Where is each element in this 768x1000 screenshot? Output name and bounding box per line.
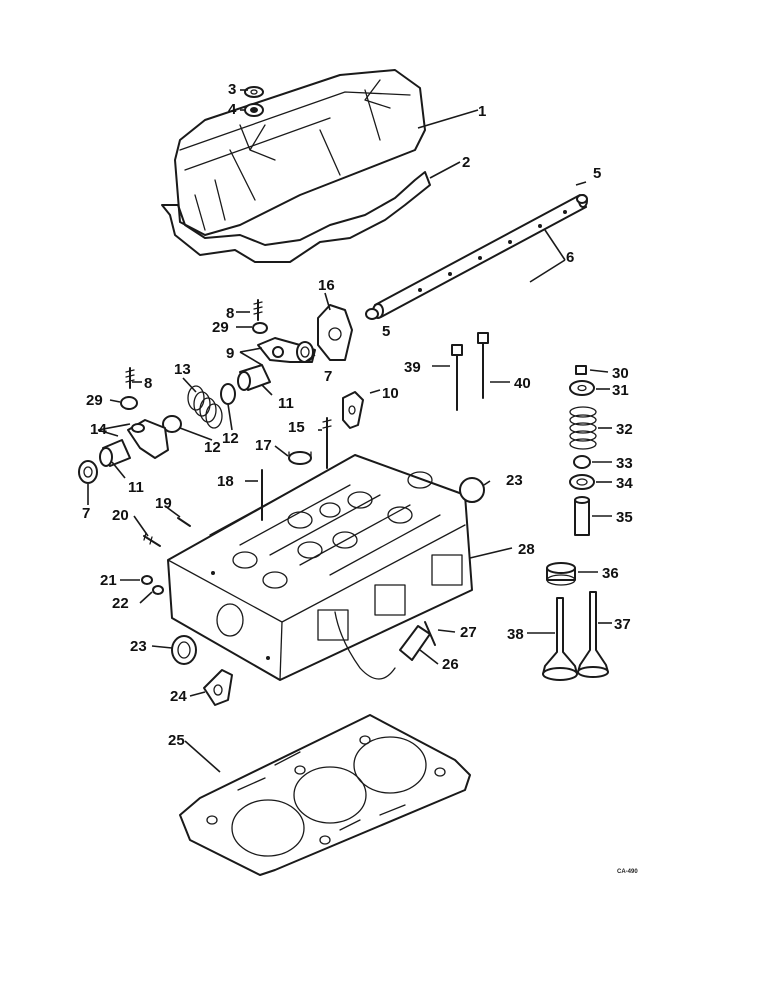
callout-17: 17 <box>255 437 272 454</box>
nut-part-29b <box>120 396 138 410</box>
callout-24: 24 <box>170 688 187 705</box>
bolt-part-39 <box>451 344 463 411</box>
callout-20: 20 <box>112 507 129 524</box>
screw-part-8b <box>125 367 135 389</box>
callout-27: 27 <box>460 624 477 641</box>
callout-23-upper: 23 <box>506 472 523 489</box>
callout-23-lower: 23 <box>130 638 147 655</box>
washer-part-3 <box>244 86 264 98</box>
callout-6: 6 <box>566 249 574 266</box>
bushing-part-11a <box>237 364 271 391</box>
callout-16: 16 <box>318 277 335 294</box>
callout-34: 34 <box>616 475 633 492</box>
callout-29-lower: 29 <box>86 392 103 409</box>
rocker-bracket-part-16 <box>317 304 353 361</box>
bushing-part-11b <box>99 439 131 467</box>
callout-9: 9 <box>226 345 234 362</box>
spring-part-13 <box>187 385 223 429</box>
stud-part-27 <box>424 621 436 646</box>
callout-3: 3 <box>228 81 236 98</box>
callout-25: 25 <box>168 732 185 749</box>
callout-7-lower: 7 <box>82 505 90 522</box>
valve-cover-gasket-part <box>161 171 431 263</box>
callout-29-upper: 29 <box>212 319 229 336</box>
callout-2: 2 <box>462 154 470 171</box>
callout-12-right: 12 <box>222 430 239 447</box>
fitting-part-21 <box>141 575 153 585</box>
callout-5-top: 5 <box>593 165 601 182</box>
callout-1: 1 <box>478 103 486 120</box>
plug-part-5 <box>365 194 588 320</box>
cap-part-17 <box>288 451 312 465</box>
rocker-arm-part-14 <box>127 419 169 459</box>
callout-8-upper: 8 <box>226 305 234 322</box>
callout-26: 26 <box>442 656 459 673</box>
callout-37: 37 <box>614 616 631 633</box>
valve-guide-part-35 <box>574 496 590 536</box>
callout-40: 40 <box>514 375 531 392</box>
callout-30: 30 <box>612 365 629 382</box>
callout-13: 13 <box>174 361 191 378</box>
expansion-plug-part-23b <box>171 635 197 665</box>
cylinder-head-part <box>167 454 473 681</box>
callout-39: 39 <box>404 359 421 376</box>
seat-insert-part-36 <box>546 562 576 586</box>
exhaust-valve-part-37 <box>577 591 609 678</box>
callout-4: 4 <box>228 101 237 118</box>
callout-21: 21 <box>100 572 117 589</box>
plug-part-19 <box>177 517 191 527</box>
callout-11-upper: 11 <box>278 395 294 412</box>
callout-10: 10 <box>382 385 399 402</box>
callout-32: 32 <box>616 421 633 438</box>
grommet-part-4 <box>244 103 264 117</box>
nut-part-29a <box>252 322 268 334</box>
callout-28: 28 <box>518 541 535 558</box>
leader-lines <box>87 89 612 773</box>
callout-15: 15 <box>288 419 305 436</box>
callout-14: 14 <box>90 421 107 438</box>
retainer-part-31 <box>569 380 595 396</box>
figure-code: CA-490 <box>617 869 638 875</box>
callout-31: 31 <box>612 382 629 399</box>
callout-22: 22 <box>112 595 129 612</box>
keeper-part-30 <box>575 365 587 375</box>
rocker-shaft-part <box>372 194 588 319</box>
washer-part-7b <box>78 460 98 484</box>
stud-part-15 <box>322 417 332 469</box>
callout-labels: 1 2 3 4 5 5 6 7 7 8 8 9 10 11 11 12 12 1… <box>82 81 638 875</box>
expansion-plug-part-23a <box>459 477 485 503</box>
stud-part-20 <box>143 532 161 547</box>
callout-8-lower: 8 <box>144 375 152 392</box>
callout-12-left: 12 <box>204 439 221 456</box>
gasket-part-10 <box>342 391 364 429</box>
callout-35: 35 <box>616 509 633 526</box>
rotator-part-34 <box>569 474 595 490</box>
callout-5-bottom: 5 <box>382 323 390 340</box>
callout-11-lower: 11 <box>128 479 144 496</box>
callout-33: 33 <box>616 455 633 472</box>
valve-spring-part-32 <box>569 406 597 450</box>
callout-38: 38 <box>507 626 524 643</box>
plug-part-22 <box>152 585 164 595</box>
intake-valve-part-38 <box>542 597 578 681</box>
head-gasket-part <box>179 714 471 876</box>
callout-18: 18 <box>217 473 234 490</box>
callout-36: 36 <box>602 565 619 582</box>
seal-part-33 <box>573 455 591 469</box>
callout-19: 19 <box>155 495 172 512</box>
gasket-part-24 <box>203 669 233 706</box>
bolt-part-40 <box>477 332 489 399</box>
callout-7-upper: 7 <box>324 368 332 385</box>
valve-cover-part <box>174 69 426 236</box>
spacer-part-12 <box>162 383 236 433</box>
screw-part-8a <box>253 299 263 321</box>
